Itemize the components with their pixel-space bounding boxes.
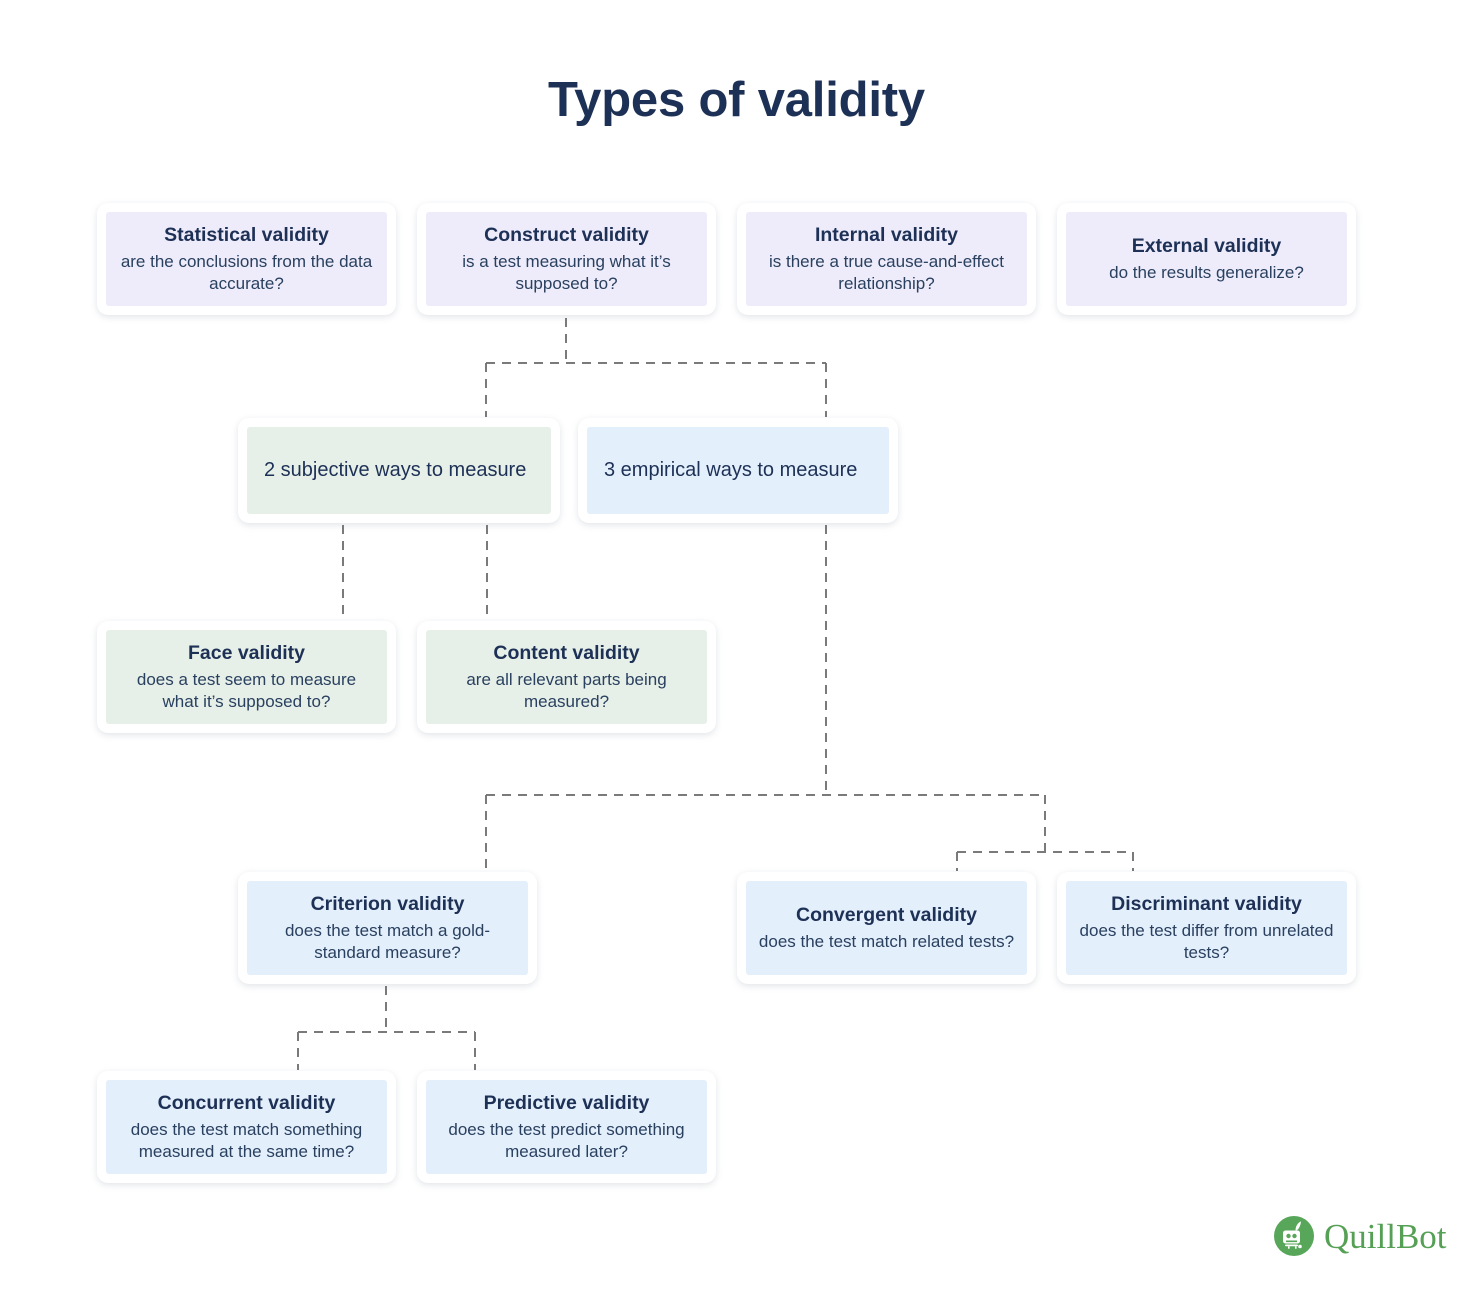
quillbot-logo: QuillBot	[1274, 1216, 1447, 1256]
quillbot-wordmark: QuillBot	[1324, 1216, 1447, 1256]
card-subjective-ways[interactable]: 2 subjective ways to measure	[238, 418, 560, 523]
card-description: is there a true cause-and-effect relatio…	[769, 252, 1004, 294]
card-panel: Discriminant validity does the test diff…	[1066, 881, 1347, 975]
card-title: Face validity	[187, 641, 306, 664]
card-empirical-ways[interactable]: 3 empirical ways to measure	[578, 418, 898, 523]
card-panel: Statistical validity are the conclusions…	[106, 212, 387, 306]
card-title: Predictive validity	[483, 1091, 650, 1114]
card-construct-validity[interactable]: Construct validity is a test measuring w…	[417, 203, 716, 315]
card-internal-validity[interactable]: Internal validity is there a true cause-…	[737, 203, 1036, 315]
card-panel: 3 empirical ways to measure	[587, 427, 889, 514]
card-face-validity[interactable]: Face validity does a test seem to measur…	[97, 621, 396, 733]
card-predictive-validity[interactable]: Predictive validity does the test predic…	[417, 1071, 716, 1183]
card-title: Content validity	[493, 641, 640, 664]
card-panel: Predictive validity does the test predic…	[426, 1080, 707, 1174]
card-description: are all relevant parts being measured?	[466, 670, 667, 712]
card-description: do the results generalize?	[1109, 263, 1304, 283]
card-criterion-validity[interactable]: Criterion validity does the test match a…	[238, 872, 537, 984]
quillbot-robot-icon	[1274, 1216, 1314, 1256]
card-description: are the conclusions from the data accura…	[120, 252, 373, 294]
card-panel: Face validity does a test seem to measur…	[106, 630, 387, 724]
card-title: Statistical validity	[164, 223, 329, 246]
card-description: does the test differ from unrelated test…	[1079, 921, 1334, 963]
card-description: is a test measuring what it’s supposed t…	[462, 252, 671, 294]
card-title: Concurrent validity	[157, 1091, 336, 1114]
card-description: does the test match a gold-standard meas…	[284, 921, 491, 963]
card-description: does the test match related tests?	[758, 932, 1015, 952]
card-concurrent-validity[interactable]: Concurrent validity does the test match …	[97, 1071, 396, 1183]
card-panel: 2 subjective ways to measure	[247, 427, 551, 514]
card-title: Convergent validity	[796, 903, 977, 926]
card-panel: External validity do the results general…	[1066, 212, 1347, 306]
card-panel: Convergent validity does the test match …	[746, 881, 1027, 975]
card-title: 3 empirical ways to measure	[604, 459, 858, 481]
card-content-validity[interactable]: Content validity are all relevant parts …	[417, 621, 716, 733]
card-title: Criterion validity	[310, 892, 465, 915]
card-panel: Internal validity is there a true cause-…	[746, 212, 1027, 306]
card-title: Internal validity	[814, 223, 959, 246]
card-title: Discriminant validity	[1111, 892, 1302, 915]
card-convergent-validity[interactable]: Convergent validity does the test match …	[737, 872, 1036, 984]
card-panel: Criterion validity does the test match a…	[247, 881, 528, 975]
card-panel: Concurrent validity does the test match …	[106, 1080, 387, 1174]
card-statistical-validity[interactable]: Statistical validity are the conclusions…	[97, 203, 396, 315]
card-description: does a test seem to measure what it’s su…	[136, 670, 357, 712]
card-description: does the test predict something measured…	[448, 1120, 685, 1162]
card-panel: Construct validity is a test measuring w…	[426, 212, 707, 306]
card-external-validity[interactable]: External validity do the results general…	[1057, 203, 1356, 315]
card-description: does the test match something measured a…	[130, 1120, 363, 1162]
page-title: Types of validity	[548, 73, 925, 127]
card-discriminant-validity[interactable]: Discriminant validity does the test diff…	[1057, 872, 1356, 984]
card-panel: Content validity are all relevant parts …	[426, 630, 707, 724]
card-title: External validity	[1131, 234, 1282, 257]
card-title: Construct validity	[484, 223, 649, 246]
card-title: 2 subjective ways to measure	[264, 459, 527, 481]
